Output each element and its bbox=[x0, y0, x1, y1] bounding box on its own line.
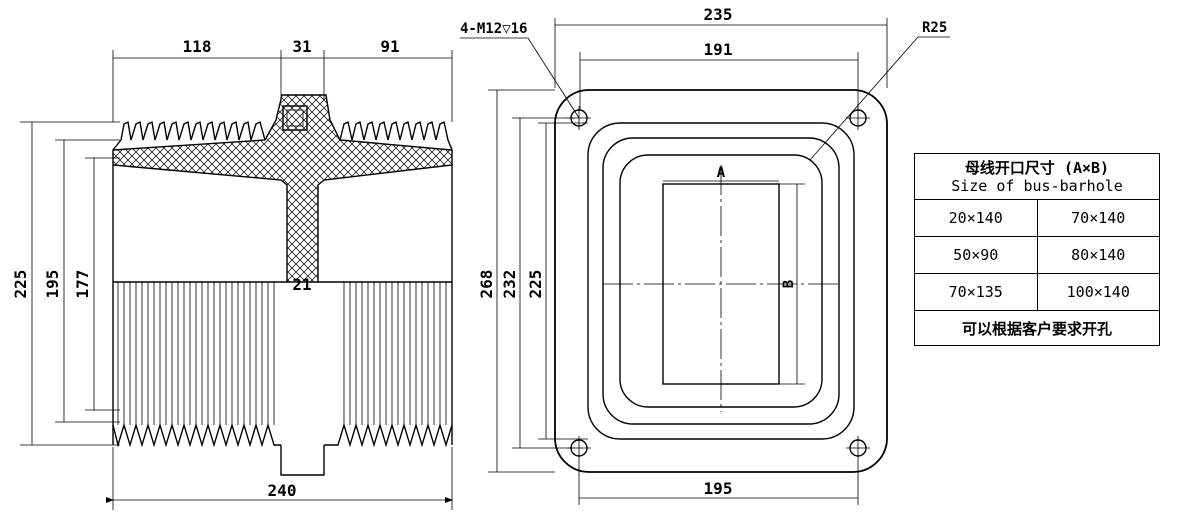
table-cell: 70×135 bbox=[948, 283, 1003, 301]
mounting-hole bbox=[846, 436, 870, 460]
insert-nut-inner bbox=[286, 109, 304, 127]
side-view: 118 31 91 21 240 bbox=[11, 37, 453, 510]
table-row: 70×135 100×140 bbox=[915, 274, 1159, 311]
opening-b: B bbox=[781, 280, 797, 288]
dim-21: 21 bbox=[292, 275, 311, 294]
dim-240: 240 bbox=[268, 481, 297, 500]
dim-118: 118 bbox=[183, 37, 212, 56]
busbar-size-table: 母线开口尺寸 (A×B) Size of bus-barhole 20×140 … bbox=[914, 153, 1160, 346]
mounting-hole bbox=[846, 106, 870, 130]
dim-225-left: 225 bbox=[11, 270, 30, 299]
table-cell: 20×140 bbox=[948, 209, 1003, 227]
dim-191: 191 bbox=[704, 40, 733, 59]
ribs-bottom-left bbox=[117, 282, 275, 425]
table-cell: 100×140 bbox=[1036, 274, 1160, 310]
dim-232: 232 bbox=[500, 270, 519, 299]
sheds-top-left bbox=[112, 120, 266, 151]
sheds-bottom-left bbox=[112, 422, 281, 448]
dim-235: 235 bbox=[704, 5, 733, 24]
sheds-bottom-right bbox=[324, 422, 453, 448]
table-row: 20×140 70×140 bbox=[915, 200, 1159, 237]
radius-label: R25 bbox=[922, 20, 947, 36]
dim-31: 31 bbox=[292, 37, 311, 56]
table-title-cn: 母线开口尺寸 (A×B) bbox=[964, 159, 1110, 177]
dim-268: 268 bbox=[477, 270, 496, 299]
holes-label: 4-M12▽16 bbox=[460, 21, 527, 37]
front-view: 235 191 4-M12▽16 R25 A B bbox=[460, 5, 950, 505]
table-title-en: Size of bus-barhole bbox=[951, 177, 1123, 195]
dim-91: 91 bbox=[380, 37, 399, 56]
body-outline-1 bbox=[587, 122, 855, 440]
radius-leader bbox=[809, 36, 919, 161]
flange-outer bbox=[554, 89, 888, 473]
holes-leader bbox=[527, 37, 580, 119]
table-cell: 80×140 bbox=[1036, 237, 1160, 273]
bottom-tab bbox=[280, 445, 325, 476]
table-header: 母线开口尺寸 (A×B) Size of bus-barhole bbox=[915, 154, 1159, 200]
opening-a: A bbox=[717, 165, 726, 181]
ribs-bottom-right bbox=[343, 282, 447, 425]
sheds-top-right bbox=[339, 120, 453, 151]
table-cell: 70×140 bbox=[1036, 200, 1160, 236]
body-outline-2 bbox=[602, 137, 840, 425]
dim-177-left: 177 bbox=[73, 270, 92, 299]
dim-195-bottom: 195 bbox=[704, 479, 733, 498]
dim-195-left: 195 bbox=[43, 270, 62, 299]
dim-225-front: 225 bbox=[526, 270, 545, 299]
table-cell: 50×90 bbox=[953, 246, 999, 264]
table-footer: 可以根据客户要求开孔 bbox=[961, 319, 1112, 338]
insert-nut bbox=[282, 105, 308, 131]
table-row: 50×90 80×140 bbox=[915, 237, 1159, 274]
